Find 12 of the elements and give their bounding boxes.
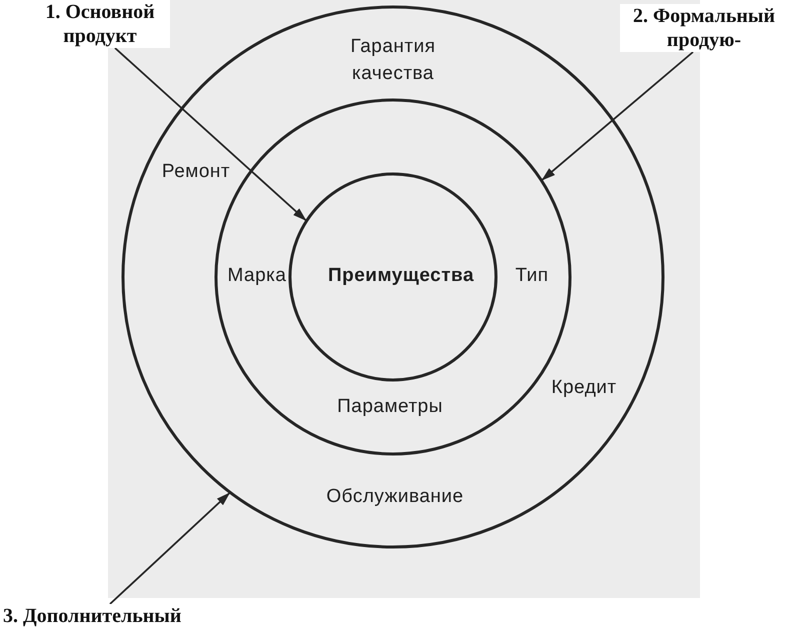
arrow [114, 47, 308, 222]
arrow [109, 492, 231, 605]
core-label: Преимущества [328, 264, 474, 288]
middle-ring-label: Марка [228, 264, 286, 288]
level-title: 3. Дополнительный [3, 604, 182, 628]
middle-ring-label: Тип [515, 264, 549, 288]
outer-ring-label: Гарантия качества [350, 35, 436, 86]
arrow [540, 51, 694, 182]
outer-ring-label: Ремонт [162, 160, 230, 184]
outer-ring-label: Обслуживание [326, 485, 464, 509]
middle-ring-label: Параметры [337, 395, 443, 419]
outer-ring-label: Кредит [551, 376, 617, 400]
